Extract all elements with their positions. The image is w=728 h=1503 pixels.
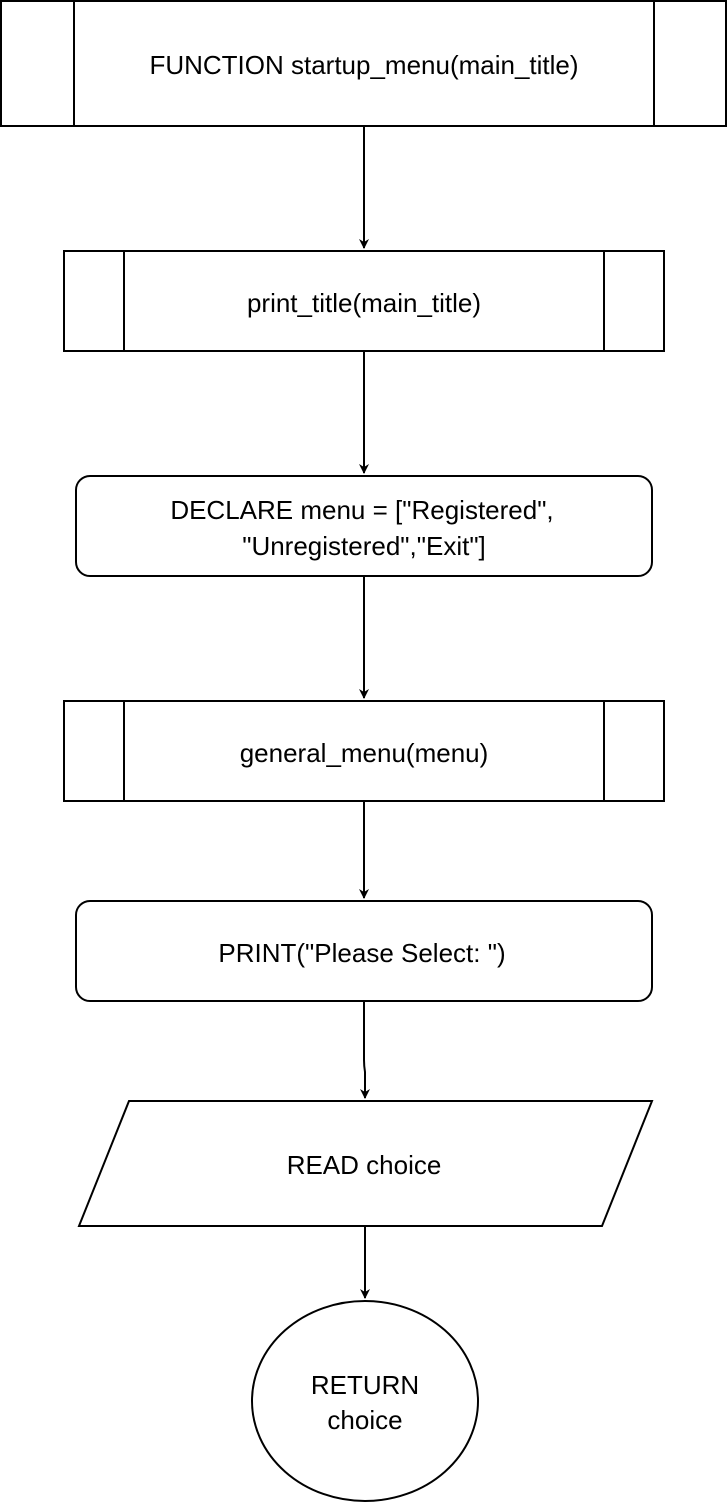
read-choice-label: READ choice	[287, 1150, 442, 1180]
print-title-node: print_title(main_title)	[63, 250, 665, 352]
read-choice-node: READ choice	[77, 1100, 654, 1227]
function-start-node: FUNCTION startup_menu(main_title)	[0, 0, 727, 127]
return-choice-line2: choice	[327, 1405, 402, 1435]
declare-menu-line1: DECLARE menu = ["Registered",	[170, 495, 553, 525]
declare-menu-node: DECLARE menu = ["Registered", "Unregiste…	[75, 475, 653, 577]
general-menu-label: general_menu(menu)	[240, 738, 489, 768]
general-menu-node: general_menu(menu)	[63, 700, 665, 802]
print-select-node: PRINT("Please Select: ")	[75, 900, 653, 1002]
declare-menu-line2: "Unregistered","Exit"]	[242, 531, 486, 561]
print-title-label: print_title(main_title)	[247, 288, 481, 318]
return-choice-line1: RETURN	[311, 1370, 419, 1400]
function-start-label: FUNCTION startup_menu(main_title)	[149, 50, 578, 80]
return-choice-node: RETURN choice	[251, 1300, 479, 1502]
connector-5	[360, 1001, 370, 1099]
print-select-label: PRINT("Please Select: ")	[218, 938, 505, 968]
